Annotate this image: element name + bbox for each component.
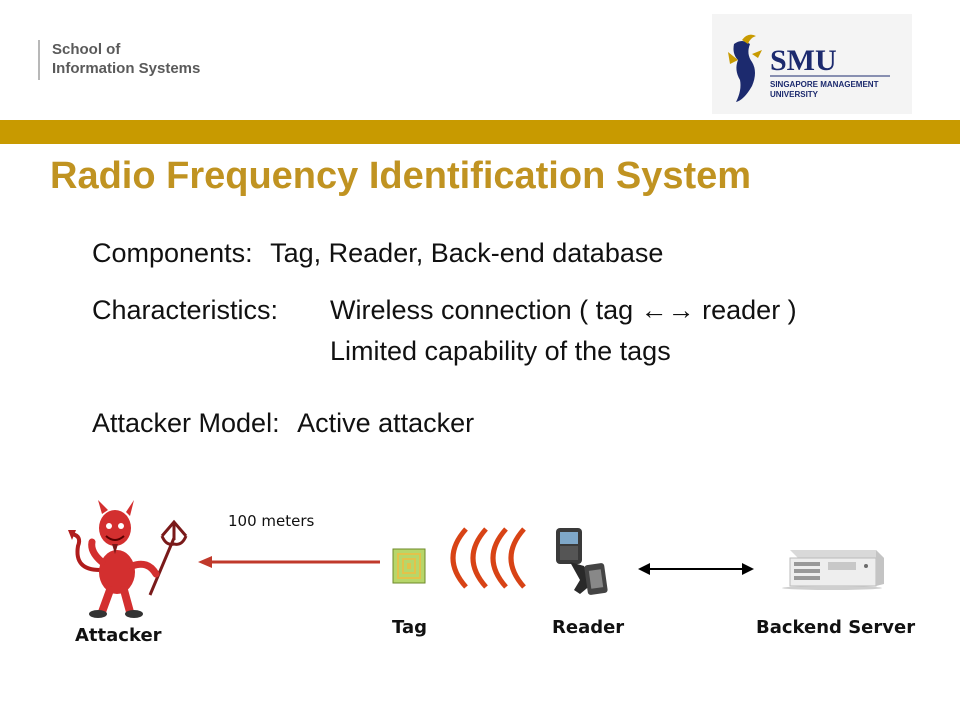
school-line-2: Information Systems — [52, 60, 201, 77]
header-divider-bar — [0, 120, 960, 144]
rfid-tag-icon — [392, 548, 426, 584]
server-label: Backend Server — [756, 617, 916, 638]
school-line-1: School of — [52, 41, 121, 58]
distance-label: 100 meters — [228, 512, 315, 530]
attacker-model-value: Active attacker — [297, 408, 475, 438]
server-icon — [782, 550, 884, 590]
attacker-model-label: Attacker Model: — [92, 408, 280, 438]
characteristics-label: Characteristics: — [92, 295, 279, 325]
attack-range-arrow — [198, 556, 380, 568]
characteristics-line-2: Limited capability of the tags — [330, 336, 671, 366]
components-label: Components: — [92, 238, 253, 268]
characteristics-line-1: Wireless connection ( tag ←→ reader ) — [330, 295, 797, 325]
reader-label: Reader — [552, 617, 625, 638]
slide-title: Radio Frequency Identification System — [50, 155, 752, 197]
smu-logo: SMU SINGAPORE MANAGEMENT UNIVERSITY — [712, 14, 912, 114]
smu-logo-graphic: SMU SINGAPORE MANAGEMENT UNIVERSITY — [712, 14, 912, 114]
devil-icon — [68, 500, 188, 618]
attacker-label: Attacker — [75, 625, 162, 646]
reader-server-link-arrow — [638, 563, 754, 575]
school-name: School of Information Systems — [38, 40, 200, 80]
attacker-model-line: Attacker Model: Active attacker — [92, 408, 474, 439]
components-value: Tag, Reader, Back-end database — [270, 238, 664, 268]
tag-label: Tag — [392, 617, 427, 638]
radio-waves-icon — [450, 527, 526, 589]
logo-sub-line-2: UNIVERSITY — [770, 90, 819, 99]
logo-sub-line-1: SINGAPORE MANAGEMENT — [770, 80, 879, 89]
logo-main-text: SMU — [770, 44, 837, 77]
rfid-reader-icon — [556, 528, 608, 595]
components-line: Components: Tag, Reader, Back-end databa… — [92, 238, 663, 269]
